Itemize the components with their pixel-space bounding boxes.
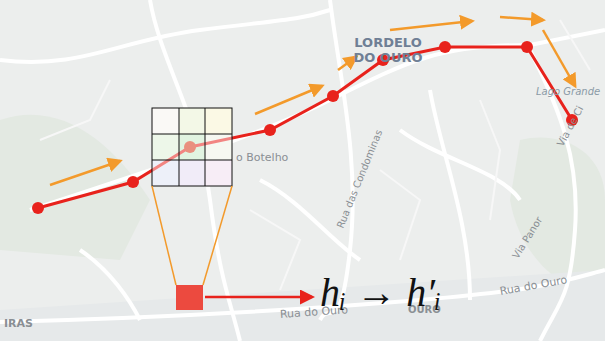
street-name: o Botelho <box>236 152 288 165</box>
map-minor-roads <box>40 20 590 290</box>
formula: hᵢ → h′ᵢ <box>320 270 441 316</box>
pooling-funnel <box>152 186 232 285</box>
lake-name: Lago Grande <box>536 86 600 98</box>
update-arrow <box>205 296 312 299</box>
district-name: LORDELO DO OURO <box>350 36 426 66</box>
street-name: Via de Ci <box>555 104 586 148</box>
grid-overlay <box>152 108 232 186</box>
hidden-state-cell <box>176 285 203 310</box>
motion-arrows <box>50 17 575 185</box>
street-name: Rua do Ouro <box>499 274 568 298</box>
trajectory <box>32 41 578 214</box>
grid-cells <box>152 108 232 186</box>
street-name: Rua das Condominas <box>335 128 385 230</box>
district-name: IRAS <box>4 318 33 331</box>
street-name: Via Panor <box>510 215 545 261</box>
